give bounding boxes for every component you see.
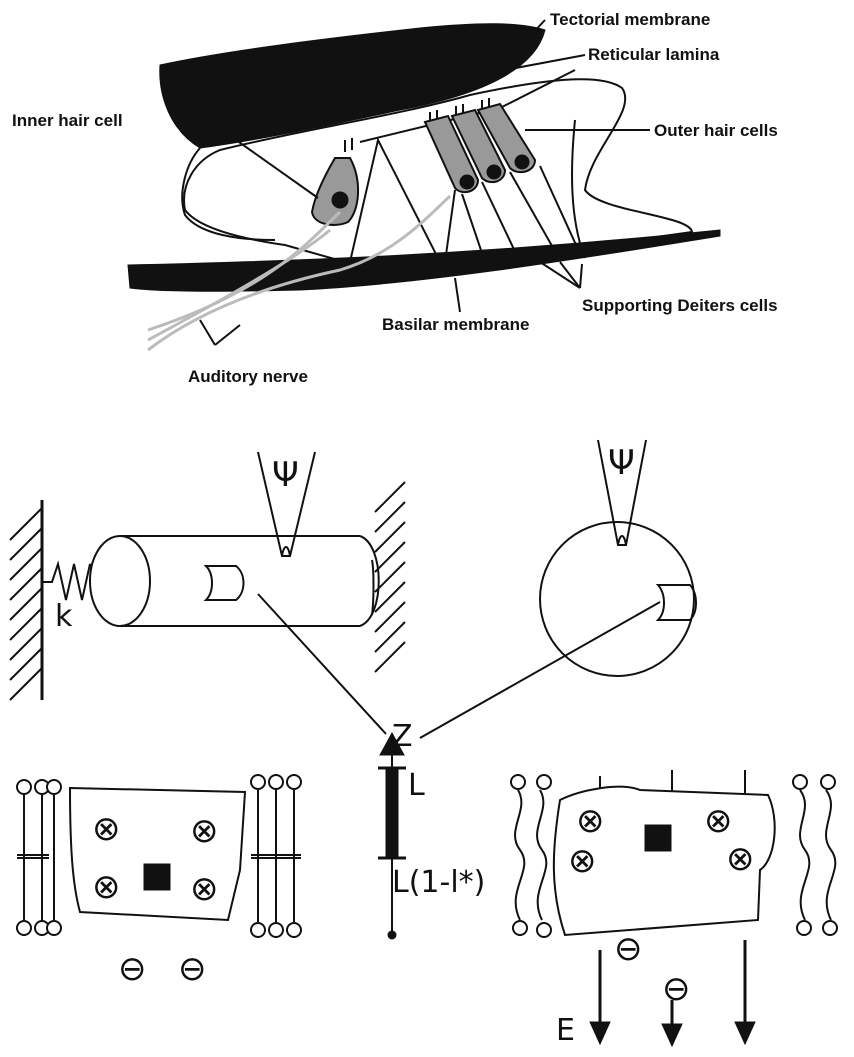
organ-of-corti-diagram: Tectorial membrane Reticular lamina Inne… (12, 10, 778, 386)
cross-charge-right-2: ⊗ (704, 801, 733, 841)
label-basilar-membrane: Basilar membrane (382, 315, 529, 334)
pipette-left: Ψ (258, 452, 315, 556)
inner-hair-cell-nucleus (332, 192, 348, 208)
spring-constant-label: k (55, 599, 73, 634)
z-label: Z (392, 719, 413, 754)
protein-core-right (645, 825, 671, 851)
anion-left-2: ⊖ (178, 949, 207, 989)
label-supporting-deiters-cells: Supporting Deiters cells (582, 296, 778, 315)
lipid-wavy-left (511, 775, 551, 937)
right-wall (372, 482, 405, 672)
lipid-wavy-right (793, 775, 837, 935)
connector-left (258, 594, 386, 734)
label-outer-hair-cells: Outer hair cells (654, 121, 778, 140)
lipid-pair-left-2 (47, 780, 61, 935)
cross-charge-left-3: ⊗ (92, 867, 121, 907)
right-membrane-block: ⊗ ⊗ ⊗ ⊗ ⊖ ⊖ E (511, 770, 837, 1048)
protein-core-left (144, 864, 170, 890)
field-label: E (556, 1013, 575, 1048)
lipid-pair-left-1 (17, 780, 49, 935)
cylinder-cell (90, 536, 379, 626)
label-inner-hair-cell: Inner hair cell (12, 111, 123, 130)
membrane-patch-left (206, 566, 244, 600)
mechanical-model: k Ψ Ψ (10, 440, 837, 1048)
anion-left-1: ⊖ (118, 949, 147, 989)
cross-charge-right-4: ⊗ (726, 839, 755, 879)
cross-charge-right-1: ⊗ (576, 801, 605, 841)
label-reticular-lamina: Reticular lamina (588, 45, 720, 64)
length-label: L (408, 768, 425, 803)
cross-charge-left-2: ⊗ (190, 811, 219, 851)
left-membrane-block: ⊗ ⊗ ⊗ ⊗ ⊖ ⊖ (17, 775, 301, 989)
lipid-pair-left-3 (251, 775, 301, 937)
label-auditory-nerve: Auditory nerve (188, 367, 308, 386)
anion-right-2: ⊖ (662, 969, 691, 1009)
z-axis: Z L L(1-l*) (378, 719, 485, 939)
label-tectorial-membrane: Tectorial membrane (550, 10, 710, 29)
anion-right-1: ⊖ (614, 929, 643, 969)
left-wall (10, 500, 42, 700)
psi-label-right: Ψ (608, 443, 635, 483)
length-ratio-label: L(1-l*) (392, 865, 485, 900)
cross-charge-right-3: ⊗ (568, 841, 597, 881)
psi-label-left: Ψ (272, 455, 299, 495)
cross-charge-left-1: ⊗ (92, 809, 121, 849)
cross-charge-left-4: ⊗ (190, 869, 219, 909)
